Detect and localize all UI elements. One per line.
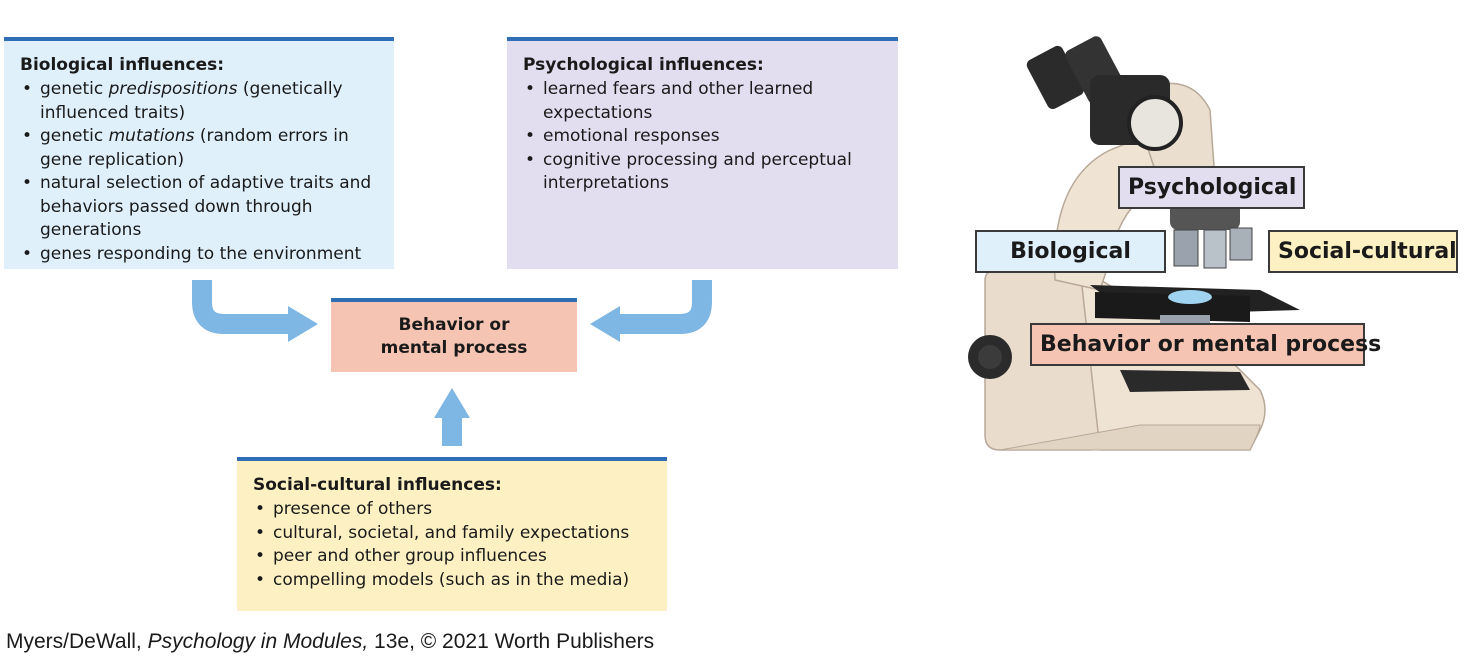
psy-item: learned fears and other learned expectat… — [523, 78, 890, 125]
psy-item: emotional responses — [523, 125, 890, 149]
bio-item: natural selection of adaptive traits and… — [20, 172, 386, 243]
soc-item: peer and other group influences — [253, 545, 659, 569]
behavior-mental-process-box: Behavior or mental process — [331, 298, 577, 372]
bio-item: genetic mutations (random errors in gene… — [20, 125, 386, 172]
behavior-line-1: Behavior or — [398, 315, 510, 335]
behavior-line-2: mental process — [380, 338, 528, 358]
arrowhead-right — [590, 306, 620, 342]
arrowhead-left — [288, 306, 318, 342]
psy-item: cognitive processing and perceptual inte… — [523, 149, 890, 196]
bio-item: genetic predispositions (genetically inf… — [20, 78, 386, 125]
soc-item: presence of others — [253, 498, 659, 522]
social-cultural-title: Social-cultural influences: — [253, 475, 502, 495]
soc-item: cultural, societal, and family expectati… — [253, 522, 659, 546]
scope-label-behavior: Behavior or mental process — [1030, 323, 1381, 366]
social-cultural-influences-box: Social-cultural influences: presence of … — [237, 457, 667, 611]
biological-title: Biological influences: — [20, 55, 225, 75]
arrow-psychological-to-behavior — [616, 280, 712, 334]
credit-line: Myers/DeWall, Psychology in Modules, 13e… — [6, 630, 655, 653]
soc-item: compelling models (such as in the media) — [253, 569, 659, 593]
arrowhead-up — [434, 388, 470, 418]
microscope-illustration — [968, 36, 1300, 451]
arrow-biological-to-behavior — [192, 280, 292, 334]
psychological-title: Psychological influences: — [523, 55, 764, 75]
scope-label-psychological: Psychological — [1118, 166, 1305, 209]
scope-label-social-cultural: Social-cultural — [1268, 230, 1458, 273]
biological-influences-box: Biological influences: genetic predispos… — [4, 37, 394, 269]
scope-label-biological: Biological — [975, 230, 1166, 273]
psychological-influences-box: Psychological influences: learned fears … — [507, 37, 898, 269]
bio-item: genes responding to the environment — [20, 243, 386, 267]
